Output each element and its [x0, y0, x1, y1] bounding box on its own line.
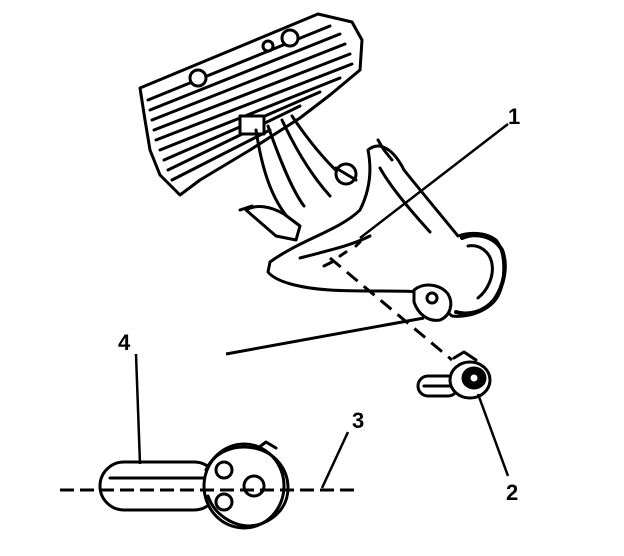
- leader-line-1: [359, 123, 509, 239]
- callout-4: 4: [118, 330, 131, 355]
- sensor-port: [322, 240, 362, 268]
- exhaust-manifold: [266, 138, 507, 322]
- leader-line-2: [476, 393, 510, 477]
- sensor-detail: [98, 440, 290, 530]
- leader-lines: [134, 123, 510, 489]
- install-path-dashed: [329, 256, 453, 362]
- plug-wires: [238, 114, 346, 242]
- oxygen-sensor: [416, 350, 492, 400]
- callout-1: 1: [508, 104, 520, 129]
- callout-2: 2: [506, 480, 518, 505]
- valve-cover: [138, 12, 364, 197]
- leader-line-3: [320, 431, 350, 489]
- leader-line-4: [134, 353, 142, 465]
- frame-edge-line: [225, 316, 425, 356]
- callout-3: 3: [352, 408, 364, 433]
